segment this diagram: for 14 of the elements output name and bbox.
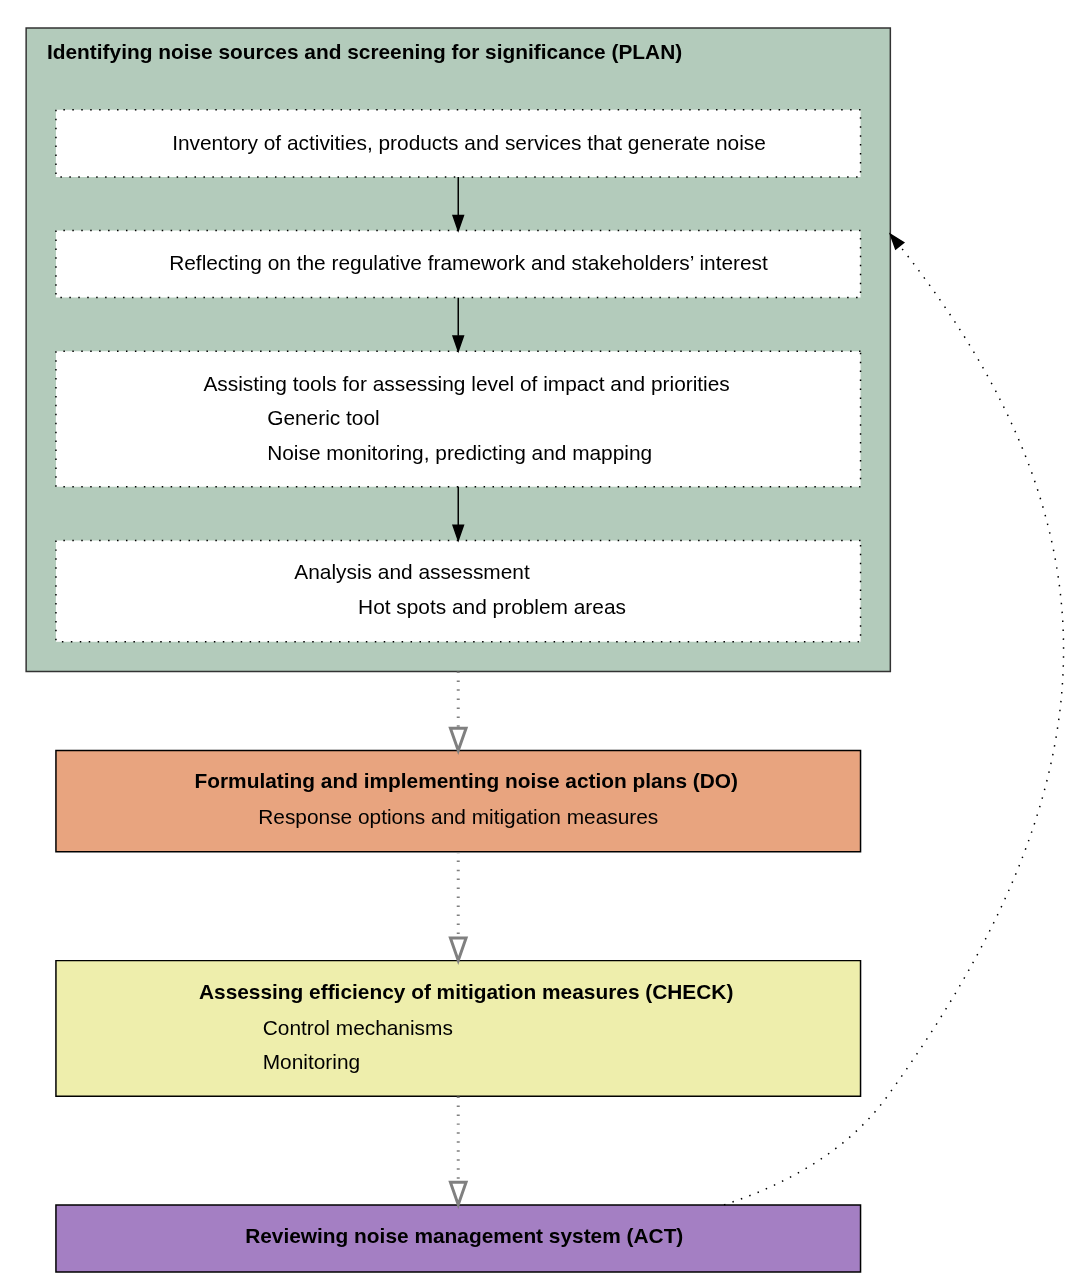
node-box: Reflecting on the regulative framework and stakeholders’ interest bbox=[55, 229, 862, 299]
node-box: Analysis and assessment Hot spots and problem areas bbox=[55, 539, 862, 643]
arrow bbox=[448, 1096, 469, 1210]
node-box: Reviewing noise management system (ACT) bbox=[55, 1204, 862, 1273]
arrow bbox=[452, 297, 465, 354]
arrow bbox=[452, 486, 465, 543]
node-box: Inventory of activities, products and services that generate noise bbox=[55, 109, 862, 178]
arrow bbox=[723, 232, 1065, 1206]
node-box: Assisting tools for assessing level of impact and priorities Generic tool Noise monitoring, predicting and mapping bbox=[55, 350, 862, 488]
node-box: Assessing efficiency of mitigation measures (CHECK) Control mechanisms Monitoring bbox=[55, 959, 862, 1097]
arrow bbox=[452, 176, 465, 233]
arrow bbox=[448, 851, 469, 965]
node-box: Formulating and implementing noise action plans (DO) Response options and mitigation measures bbox=[55, 749, 862, 853]
arrow bbox=[448, 671, 469, 756]
